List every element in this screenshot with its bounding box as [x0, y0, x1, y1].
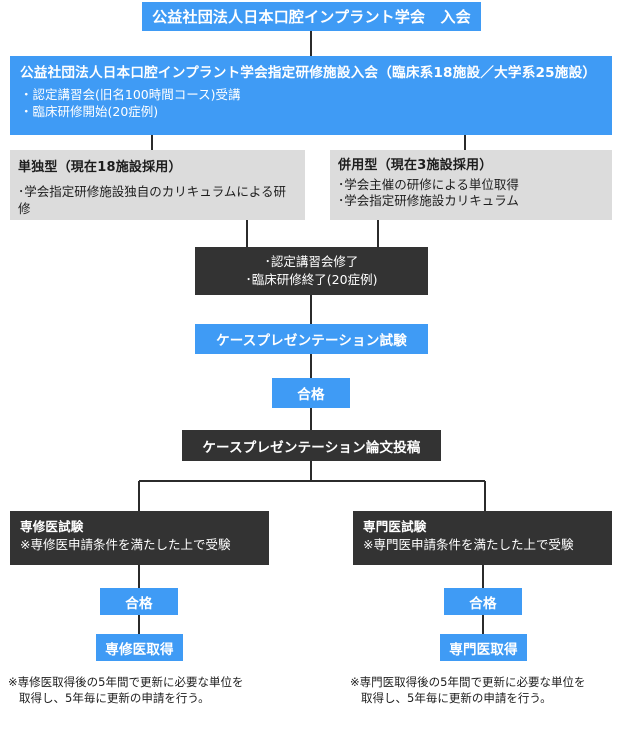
completion-bullet-2: ･臨床研修終了(20症例) — [245, 272, 378, 287]
node-acquire-senshui[interactable]: 専修医取得 — [96, 634, 183, 661]
acquire-senshui-label: 専修医取得 — [105, 641, 174, 658]
facility-bullet-1: ・認定講習会(旧名100時間コース)受講 — [20, 87, 241, 102]
node-acquire-senmoni[interactable]: 専門医取得 — [440, 634, 527, 661]
acquire-senmoni-label: 専門医取得 — [449, 641, 518, 658]
exam-senmoni-note: ※専門医申請条件を満たした上で受験 — [363, 537, 574, 552]
footnote-senmoni-line2: 取得し、5年毎に更新の申請を行う。 — [361, 691, 552, 705]
node-type-single[interactable]: 単独型（現在18施設採用） ･学会指定研修施設独自のカリキュラムによる研修 — [10, 150, 305, 220]
exam-senmoni-heading: 専門医試験 — [363, 519, 427, 534]
node-exam-senmoni[interactable]: 専門医試験 ※専門医申請条件を満たした上で受験 — [353, 511, 612, 565]
facility-heading: 公益社団法人日本口腔インプラント学会指定研修施設入会（臨床系18施設／大学系25… — [20, 65, 597, 81]
node-case-presentation-exam[interactable]: ケースプレゼンテーション試験 — [195, 324, 428, 354]
node-type-combined[interactable]: 併用型（現在3施設採用） ･学会主催の研修による単位取得 ･学会指定研修施設カリ… — [330, 150, 612, 220]
type-combined-heading: 併用型（現在3施設採用） — [338, 158, 493, 173]
pass-left-label: 合格 — [125, 595, 153, 612]
footnote-senshui: ※専修医取得後の5年間で更新に必要な単位を 取得し、5年毎に更新の申請を行う。 — [8, 674, 308, 706]
node-completion[interactable]: ･認定講習会修了 ･臨床研修終了(20症例) — [195, 247, 428, 295]
node-pass-mid[interactable]: 合格 — [272, 378, 350, 408]
node-exam-senshui[interactable]: 専修医試験 ※専修医申請条件を満たした上で受験 — [10, 511, 269, 565]
type-single-bullet-1: ･学会指定研修施設独自のカリキュラムによる研修 — [18, 184, 287, 216]
pass-right-label: 合格 — [469, 595, 497, 612]
exam-senshui-note: ※専修医申請条件を満たした上で受験 — [20, 537, 231, 552]
type-combined-bullet-2: ･学会指定研修施設カリキュラム — [338, 193, 519, 208]
case-presentation-exam-label: ケースプレゼンテーション試験 — [216, 333, 407, 349]
completion-bullet-1: ･認定講習会修了 — [264, 254, 359, 269]
node-facility-enrollment[interactable]: 公益社団法人日本口腔インプラント学会指定研修施設入会（臨床系18施設／大学系25… — [10, 56, 612, 135]
node-top-title-label: 公益社団法人日本口腔インプラント学会 入会 — [152, 8, 471, 26]
node-top-title[interactable]: 公益社団法人日本口腔インプラント学会 入会 — [142, 2, 481, 31]
footnote-senshui-line1: ※専修医取得後の5年間で更新に必要な単位を — [8, 675, 244, 689]
facility-bullet-2: ・臨床研修開始(20症例) — [20, 104, 159, 119]
type-combined-bullet-1: ･学会主催の研修による単位取得 — [338, 177, 519, 192]
pass-mid-label: 合格 — [297, 387, 325, 403]
node-pass-left[interactable]: 合格 — [100, 588, 178, 615]
case-presentation-paper-label: ケースプレゼンテーション論文投稿 — [202, 439, 421, 456]
footnote-senmoni: ※専門医取得後の5年間で更新に必要な単位を 取得し、5年毎に更新の申請を行う。 — [350, 674, 622, 706]
footnote-senshui-line2: 取得し、5年毎に更新の申請を行う。 — [19, 691, 210, 705]
footnote-senmoni-line1: ※専門医取得後の5年間で更新に必要な単位を — [350, 675, 586, 689]
node-pass-right[interactable]: 合格 — [444, 588, 522, 615]
exam-senshui-heading: 専修医試験 — [20, 519, 84, 534]
node-case-presentation-paper[interactable]: ケースプレゼンテーション論文投稿 — [182, 430, 441, 461]
type-single-heading: 単独型（現在18施設採用） — [18, 160, 182, 175]
